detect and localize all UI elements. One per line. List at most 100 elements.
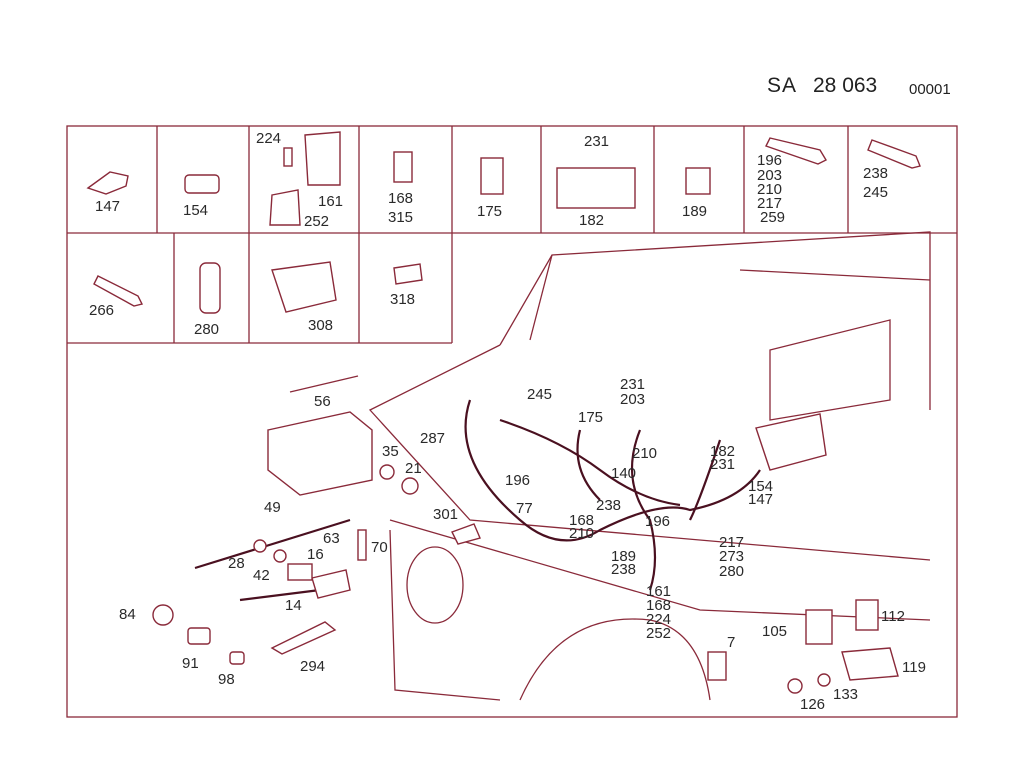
part-224-icon [283,147,293,167]
callout-label: 168 [646,597,671,614]
callout-label: 168 [569,512,594,529]
part-154-icon [184,174,220,194]
diagram-frame [66,125,958,718]
legend-label: 161 [318,193,343,210]
callout-label: 16 [307,546,324,563]
legend-label: 217 [757,195,782,212]
part-119-icon [841,647,899,681]
part-168-icon [393,151,413,183]
callout-label: 217 [719,534,744,551]
callout-label: 105 [762,623,787,640]
part-189-icon [685,167,711,195]
callout-label: 203 [620,391,645,408]
callout-label: 133 [833,686,858,703]
callout-label: 98 [218,671,235,688]
part-161-icon [304,131,341,186]
part-196-icon [765,137,827,165]
callout-label: 210 [569,525,594,542]
legend-label: 224 [256,130,281,147]
callout-label: 77 [516,500,533,517]
part-252-icon [269,189,301,226]
callout-label: 189 [611,548,636,565]
callout-label: 245 [527,386,552,403]
part-28-icon [253,539,267,553]
callout-label: 238 [596,497,621,514]
sheet-number: 28 063 [813,74,878,97]
callout-label: 21 [405,460,422,477]
part-266-icon [93,275,144,307]
part-182-icon [556,167,636,209]
callout-label: 14 [285,597,302,614]
callout-label: 70 [371,539,388,556]
callout-label: 238 [611,561,636,578]
part-35-icon [379,464,395,480]
callout-label: 126 [800,696,825,713]
legend-label: 168 [388,190,413,207]
wiring-harness [194,399,761,602]
part-21-icon [401,477,419,495]
callout-label: 42 [253,567,270,584]
part-238-icon [867,139,921,169]
part-56-icon [267,375,373,496]
legend-label: 318 [390,291,415,308]
part-84-icon [152,604,174,626]
callout-label: 280 [719,563,744,580]
part-14-icon [311,569,351,599]
callout-label: 301 [433,506,458,523]
vehicle-outline [368,231,931,701]
legend-label: 175 [477,203,502,220]
part-42-icon [273,549,287,563]
callout-label: 175 [578,409,603,426]
part-133-icon [817,673,831,687]
callout-label: 7 [727,634,735,651]
part-280-icon [199,262,221,314]
part-70-icon [357,529,367,561]
callout-label: 35 [382,443,399,460]
part-105-icon [805,609,833,645]
legend-label: 238 [863,165,888,182]
legend-label: 203 [757,167,782,184]
part-91-icon [187,627,211,645]
part-16-icon [287,563,313,581]
callout-label: 182 [710,443,735,460]
callout-label: 91 [182,655,199,672]
legend-label: 315 [388,209,413,226]
part-112-icon [855,599,879,631]
callout-label: 294 [300,658,325,675]
legend-label: 196 [757,152,782,169]
callout-label: 252 [646,625,671,642]
callout-label: 28 [228,555,245,572]
callout-label: 49 [264,499,281,516]
part-175-icon [480,157,504,195]
callout-label: 63 [323,530,340,547]
legend-label: 259 [760,209,785,226]
part-98-icon [229,651,245,665]
part-147-icon [86,171,129,195]
callout-label: 112 [881,608,905,625]
legend-label: 231 [584,133,609,150]
callout-label: 273 [719,548,744,565]
part-294-icon [270,621,337,655]
legend-label: 280 [194,321,219,338]
callout-label: 224 [646,611,671,628]
legend-label: 308 [308,317,333,334]
callout-label: 154 [748,478,773,495]
callout-label: 56 [314,393,331,410]
callout-label: 231 [710,456,735,473]
legend-label: 182 [579,212,604,229]
callout-label: 140 [611,465,636,482]
callout-label: 231 [620,376,645,393]
callout-label: 196 [505,472,530,489]
part-right-cover-icon [755,413,827,471]
sheet-code: SA [767,74,798,97]
part-301-icon [451,523,481,545]
callout-label: 119 [902,659,926,676]
callout-label: 84 [119,606,136,623]
callout-label: 196 [645,513,670,530]
part-126-icon [787,678,803,694]
legend-label: 266 [89,302,114,319]
callout-label: 147 [748,491,773,508]
legend-label: 252 [304,213,329,230]
legend-label: 245 [863,184,888,201]
